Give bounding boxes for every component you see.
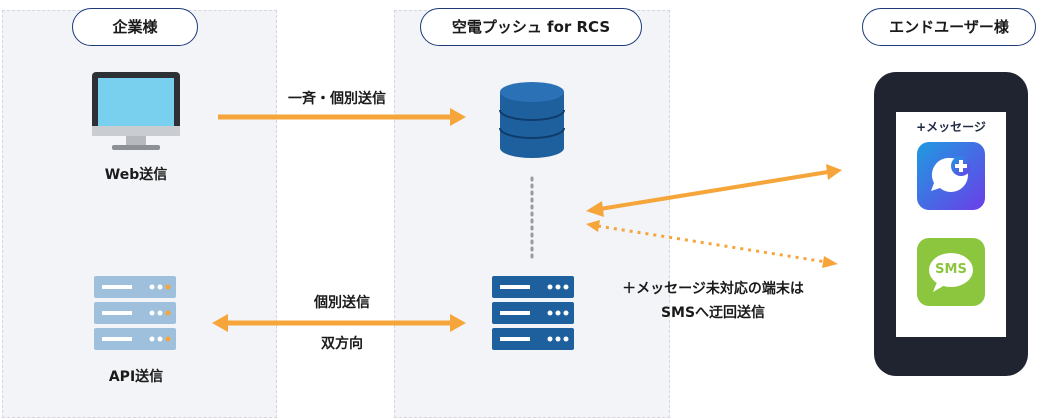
sms-fallback-arrow (586, 220, 838, 268)
database-icon (499, 82, 565, 158)
sms-bubble-icon (929, 253, 973, 292)
fallback-label-line2: SMSへ迂回送信 (660, 305, 766, 321)
broadcast-label: 一斉・個別送信 (288, 91, 386, 107)
individual-label: 個別送信 (314, 295, 370, 311)
fallback-label-line1: ＋メッセージ未対応の端末は (622, 281, 804, 297)
rcs-arrow (586, 164, 842, 217)
sms-app-icon[interactable]: SMS (917, 238, 985, 306)
bidirectional-label: 双方向 (321, 336, 363, 352)
plus-message-logo: +メッセージ (916, 120, 986, 134)
api-server-icon (94, 276, 176, 350)
plus-message-app-icon[interactable] (917, 142, 985, 210)
sms-icon-label: SMS (935, 262, 967, 277)
bidirectional-arrow (212, 314, 466, 332)
speech-plus-icon (931, 156, 971, 192)
web-send-label: Web送信 (104, 167, 168, 183)
platform-header: 空電プッシュ for RCS (420, 8, 642, 46)
monitor-icon (92, 72, 180, 150)
api-send-label: API送信 (108, 369, 164, 385)
broadcast-arrow (218, 108, 466, 126)
enduser-header: エンドユーザー様 (862, 8, 1036, 46)
platform-server-icon (492, 276, 574, 350)
enterprise-header: 企業様 (72, 8, 198, 46)
